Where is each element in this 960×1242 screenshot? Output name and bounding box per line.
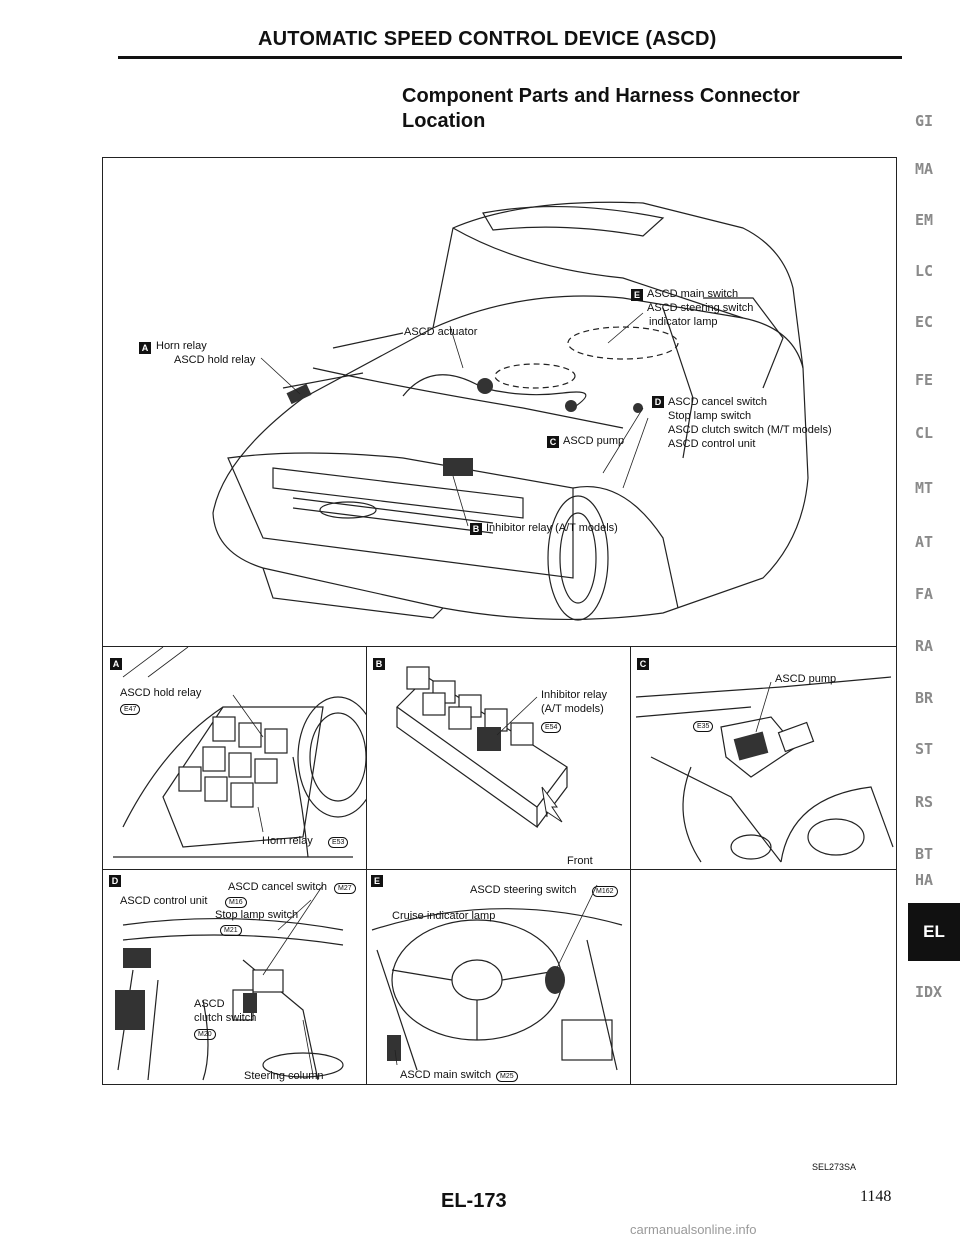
side-tab-ma[interactable]: MA (915, 160, 934, 178)
callout-actuator: ASCD actuator (404, 326, 478, 338)
callout-main-switch: ASCD main switch (647, 288, 739, 300)
page-label: EL-173 (441, 1190, 507, 1212)
callout-indicator-lamp: indicator lamp (649, 316, 718, 328)
callout-horn-relay: Horn relay (156, 340, 207, 352)
side-tab-ra[interactable]: RA (915, 637, 934, 655)
car-overview-illustration (212, 201, 809, 621)
frame-divider-1 (102, 646, 897, 647)
callout-badge-c: C (547, 436, 559, 448)
panel-d-stop-connector: M21 (220, 925, 242, 936)
callout-badge-e: E (631, 289, 643, 301)
panel-b-badge: B (373, 658, 385, 670)
callout-badge-b: B (470, 523, 482, 535)
side-tab-fa[interactable]: FA (915, 585, 934, 603)
panel-d-steering-column: Steering column (244, 1070, 324, 1082)
callout-control-unit: ASCD control unit (668, 438, 756, 450)
panel-a-horn-connector: E53 (328, 837, 349, 848)
panel-d-clutch-line2: clutch switch (194, 1012, 257, 1024)
panel-e-main-switch: ASCD main switch (400, 1069, 492, 1081)
side-tab-el-active[interactable]: EL (908, 903, 960, 961)
side-tab-ec[interactable]: EC (915, 313, 934, 331)
panel-d-clutch-line1: ASCD (194, 998, 225, 1010)
callout-hold-relay: ASCD hold relay (174, 354, 256, 366)
panel-b-inhibitor-line1: Inhibitor relay (541, 689, 608, 701)
callout-steering-switch: ASCD steering switch (647, 302, 754, 314)
callout-badge-d: D (652, 396, 664, 408)
callout-cancel-switch: ASCD cancel switch (668, 396, 768, 408)
panel-d-control-connector: M16 (225, 897, 247, 908)
panel-a-hold-connector: E47 (120, 704, 141, 715)
figure-frame (102, 157, 897, 1085)
panel-d-control-unit: ASCD control unit (120, 895, 208, 907)
figure-reference: SEL273SA (812, 1162, 857, 1172)
side-tab-br[interactable]: BR (915, 689, 934, 707)
panel-a-badge: A (110, 658, 122, 670)
side-tab-idx[interactable]: IDX (915, 983, 943, 1001)
panel-d-stop-lamp: Stop lamp switch (215, 909, 299, 921)
side-tab-fe[interactable]: FE (915, 371, 934, 389)
panel-e-steering-switch: ASCD steering switch (470, 884, 577, 896)
panel-e-main-connector: M25 (496, 1071, 518, 1082)
side-tab-rs[interactable]: RS (915, 793, 934, 811)
panel-d-cancel-switch: ASCD cancel switch (228, 881, 328, 893)
side-tab-ha[interactable]: HA (915, 871, 934, 889)
side-tab-bt[interactable]: BT (915, 845, 934, 863)
side-tab-cl[interactable]: CL (915, 424, 934, 442)
page-subtitle: Component Parts and Harness Connector Lo… (402, 85, 800, 132)
panel-b-front-label: Front (567, 855, 593, 867)
panel-c-illustration (635, 676, 894, 863)
callout-pump: ASCD pump (563, 435, 625, 447)
side-tab-st[interactable]: ST (915, 740, 934, 758)
panel-a-hold-relay: ASCD hold relay (120, 687, 202, 699)
callout-stop-lamp-switch: Stop lamp switch (668, 410, 752, 422)
frame-col-1 (366, 646, 367, 1085)
panel-c-badge: C (637, 658, 649, 670)
page-number: 1148 (860, 1188, 892, 1205)
panel-c-connector: E35 (693, 721, 714, 732)
panel-b-inhibitor-line2: (A/T models) (541, 703, 604, 715)
side-tab-em[interactable]: EM (915, 211, 934, 229)
panel-a-illustration (113, 647, 366, 858)
callout-inhibitor-relay: Inhibitor relay (A/T models) (486, 522, 618, 534)
callout-clutch-switch: ASCD clutch switch (M/T models) (668, 424, 832, 436)
panel-d-badge: D (109, 875, 121, 887)
panel-d-clutch-connector: M20 (194, 1029, 216, 1040)
frame-col-2 (630, 646, 631, 1085)
side-tab-lc[interactable]: LC (915, 262, 934, 280)
panel-b-illustration (396, 666, 568, 829)
panel-a-horn-relay: Horn relay (262, 835, 313, 847)
panel-c-pump: ASCD pump (775, 673, 837, 685)
panel-e-cruise-lamp: Cruise indicator lamp (392, 910, 496, 922)
panel-d-illustration (115, 884, 344, 1081)
side-tab-at[interactable]: AT (915, 533, 934, 551)
panel-e-steering-connector: M162 (592, 886, 618, 897)
panel-d-cancel-connector: M27 (334, 883, 356, 894)
side-tab-mt[interactable]: MT (915, 479, 934, 497)
panel-e-illustration (371, 884, 623, 1071)
callout-badge-a: A (139, 342, 151, 354)
section-title: AUTOMATIC SPEED CONTROL DEVICE (ASCD) (258, 28, 717, 50)
frame-divider-2 (102, 869, 897, 870)
watermark: carmanualsonline.info (630, 1222, 757, 1237)
header-rule (118, 56, 902, 59)
panel-e-badge: E (371, 875, 383, 887)
side-tab-gi[interactable]: GI (915, 112, 934, 130)
panel-b-connector: E54 (541, 722, 562, 733)
